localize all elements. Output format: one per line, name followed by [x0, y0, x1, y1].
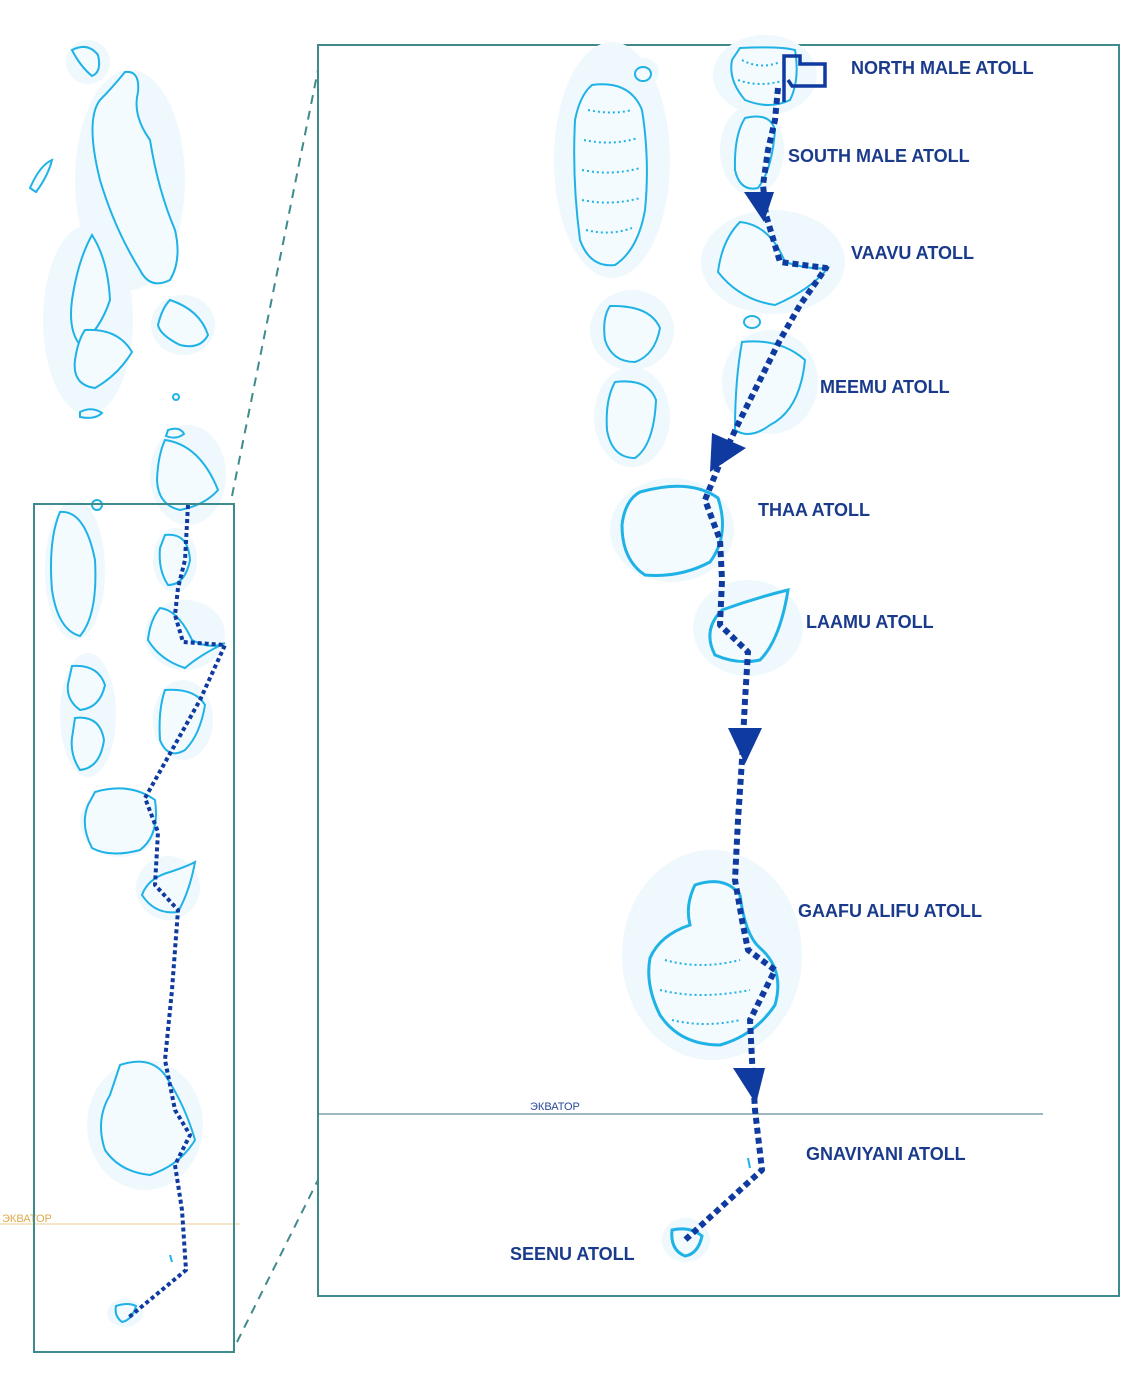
atoll-thaa	[620, 484, 724, 577]
label-vaavu-atoll: VAAVU ATOLL	[851, 243, 974, 263]
overview-selection-frame	[33, 503, 235, 1353]
arrowhead-icon	[710, 433, 746, 472]
overview-map: ЭКВАТОР	[0, 40, 240, 1353]
atoll-seenu	[670, 1227, 704, 1258]
label-south-male-atoll: SOUTH MALE ATOLL	[788, 146, 970, 166]
connector-line-top	[231, 69, 319, 497]
overview-route	[126, 504, 227, 1320]
label-thaa-atoll: THAA ATOLL	[758, 500, 870, 520]
flag-icon	[782, 54, 827, 102]
overview-equator-label: ЭКВАТОР	[2, 1213, 52, 1225]
label-north-male-atoll: NORTH MALE ATOLL	[851, 58, 1034, 78]
label-gnaviyani-atoll: GNAVIYANI ATOLL	[806, 1144, 966, 1164]
atoll-labels: NORTH MALE ATOLL SOUTH MALE ATOLL VAAVU …	[510, 58, 1034, 1264]
inset-frame	[317, 44, 1120, 1297]
inset-map: ЭКВАТОР NORTH MALE ATOLL SOUTH MALE ATOL…	[317, 35, 1120, 1297]
atoll-meemu	[733, 340, 807, 435]
label-meemu-atoll: MEEMU ATOLL	[820, 377, 950, 397]
atoll-laamu	[708, 588, 790, 664]
atoll-vaavu	[716, 220, 831, 307]
inset-equator-label: ЭКВАТОР	[530, 1101, 580, 1113]
arrowhead-icon	[733, 1068, 765, 1104]
inset-route	[682, 87, 829, 1243]
atoll-dhaalu	[605, 380, 658, 460]
atoll-west	[573, 83, 648, 267]
direction-arrows	[710, 192, 774, 1104]
atoll-faafu	[603, 304, 662, 364]
label-laamu-atoll: LAAMU ATOLL	[806, 612, 934, 632]
label-seenu-atoll: SEENU ATOLL	[510, 1244, 635, 1264]
connector-line-bottom	[236, 1179, 319, 1343]
atoll-gnaviyani	[747, 1157, 751, 1169]
arrowhead-icon	[728, 728, 762, 764]
label-gaafu-alifu-atoll: GAAFU ALIFU ATOLL	[798, 901, 982, 921]
arrowhead-icon	[744, 192, 774, 222]
